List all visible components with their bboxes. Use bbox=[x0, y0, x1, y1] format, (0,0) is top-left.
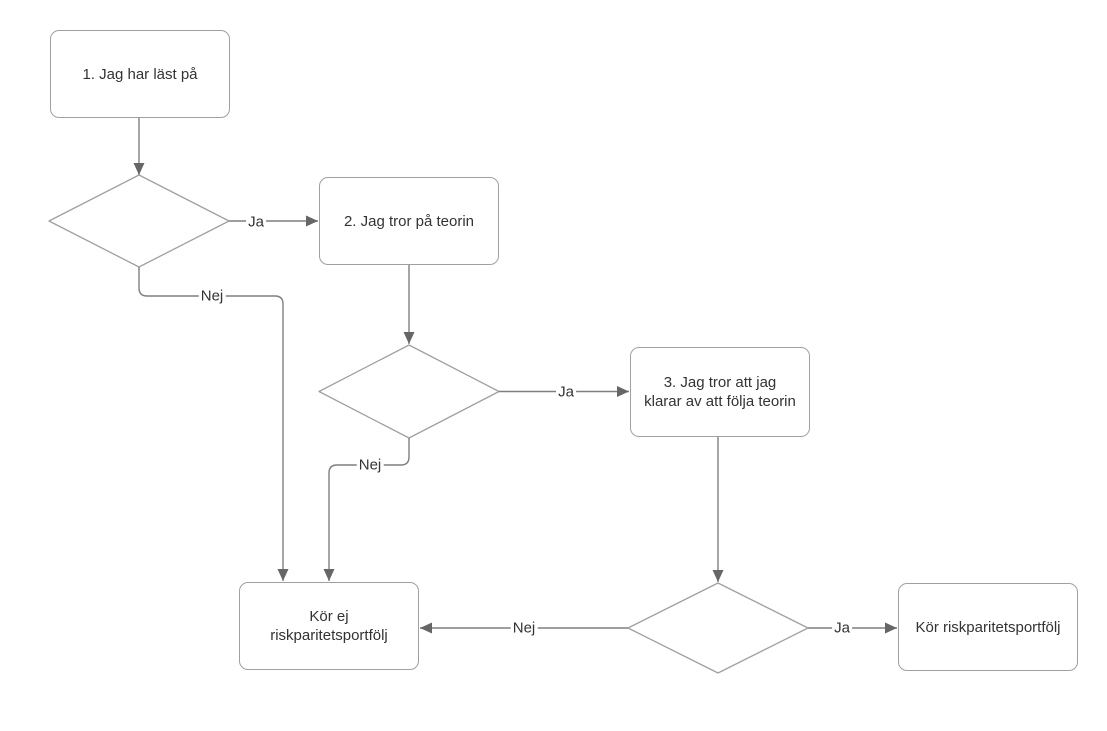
node-step1-label: 1. Jag har läst på bbox=[82, 65, 197, 84]
node-step1: 1. Jag har läst på bbox=[50, 30, 230, 118]
node-yes-portfolio-label: Kör riskparitetsportfölj bbox=[915, 618, 1060, 637]
edge-label-decision2-ja: Ja bbox=[556, 383, 576, 401]
edge-label-decision1-nej: Nej bbox=[198, 287, 226, 305]
node-step3: 3. Jag tror att jag klarar av att följa … bbox=[630, 347, 810, 437]
edge-decision1-nej-to-no-portfolio bbox=[138, 267, 289, 581]
edge-label-decision3-nej: Nej bbox=[510, 619, 538, 637]
node-step3-line1: 3. Jag tror att jag bbox=[663, 374, 777, 391]
node-step3-label: 3. Jag tror att jag klarar av att följa … bbox=[644, 373, 796, 411]
decision2-diamond bbox=[318, 344, 500, 439]
edge-label-decision2-nej: Nej bbox=[356, 456, 384, 474]
edge-label-decision1-ja: Ja bbox=[246, 213, 266, 231]
node-step2-line1: 2. Jag tror på teorin bbox=[343, 212, 475, 230]
node-no-portfolio-line1: Kör ej bbox=[309, 608, 349, 625]
node-no-portfolio-label: Kör ej riskparitetsportfölj bbox=[270, 607, 388, 645]
decision1-diamond bbox=[48, 174, 230, 268]
node-step1-line1: 1. Jag har läst på bbox=[82, 65, 198, 83]
node-no-portfolio: Kör ej riskparitetsportfölj bbox=[239, 582, 419, 670]
node-step3-line2: klarar av att följa teorin bbox=[644, 393, 796, 410]
decision3-diamond bbox=[627, 582, 809, 674]
node-no-portfolio-line2: riskparitetsportfölj bbox=[270, 627, 388, 644]
edge-label-decision3-ja: Ja bbox=[832, 619, 852, 637]
node-yes-portfolio: Kör riskparitetsportfölj bbox=[898, 583, 1078, 671]
node-yes-portfolio-line1: Kör riskparitetsportfölj bbox=[915, 618, 1061, 636]
node-step2-label: 2. Jag tror på teorin bbox=[344, 212, 474, 231]
node-step2: 2. Jag tror på teorin bbox=[319, 177, 499, 265]
